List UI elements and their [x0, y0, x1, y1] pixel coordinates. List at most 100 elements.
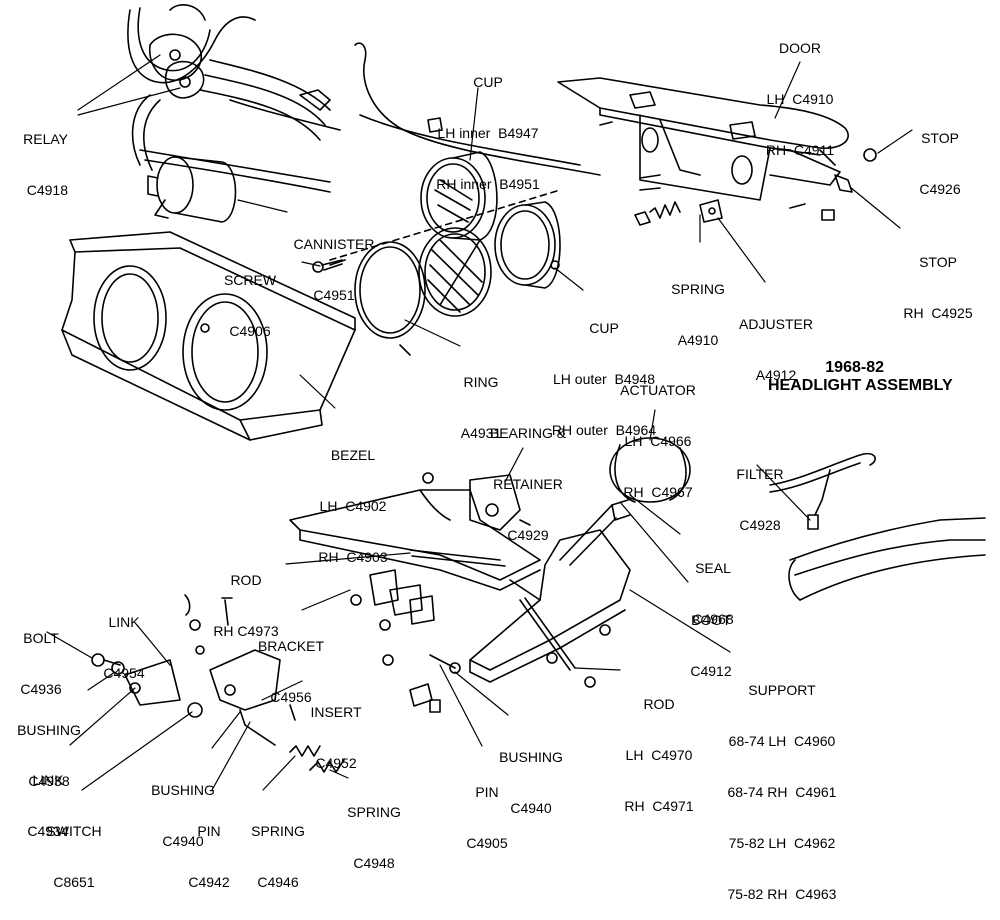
label-bezel-rh: RH C4903	[318, 549, 388, 565]
label-rod-lower: ROD LH C4970 RH C4971	[614, 662, 704, 832]
bezel-part	[61, 231, 356, 441]
label-pin-mid-name: PIN	[475, 784, 499, 800]
label-actuator-name: ACTUATOR	[620, 382, 696, 398]
title-name: HEADLIGHT ASSEMBLY	[768, 377, 953, 394]
label-seal-name: SEAL	[695, 560, 731, 576]
label-bezel: BEZEL LH C4902 RH C4903	[308, 413, 398, 583]
label-cup-inner: CUP LH inner B4947 RH inner B4951	[418, 40, 558, 210]
label-seal: SEAL C4968	[680, 526, 746, 645]
label-pin-mid-part: C4905	[466, 835, 508, 851]
label-relay-part: C4918	[26, 182, 68, 198]
label-cannister-name: CANNISTER	[293, 236, 375, 252]
mounting-arm-part	[289, 489, 541, 591]
label-bushing-left-name: BUSHING	[17, 722, 81, 738]
label-bolt-name: BOLT	[23, 630, 59, 646]
label-relay: RELAY C4918	[0, 97, 68, 216]
label-cup-inner-rh: RH inner B4951	[436, 176, 540, 192]
label-switch-name: SWITCH	[46, 823, 102, 839]
relay-harness-part	[127, 4, 341, 171]
ring-part	[354, 241, 426, 356]
label-adjuster: ADJUSTER A4912	[726, 282, 826, 401]
label-bearing-name2: RETAINER	[493, 476, 563, 492]
label-bushing-low-name: BUSHING	[151, 782, 215, 798]
support-part	[469, 529, 631, 683]
label-pin-mid: PIN C4905	[454, 750, 520, 869]
label-bracket-name: BRACKET	[257, 638, 325, 654]
label-insert-name: INSERT	[310, 704, 362, 720]
label-spring-low: SPRING C4946	[240, 789, 316, 908]
label-spring-right: SPRING C4948	[334, 770, 414, 889]
headlight-outer-part	[418, 227, 492, 317]
title-year: 1968-82	[825, 359, 884, 376]
label-spring-right-name: SPRING	[347, 804, 401, 820]
spring-adjuster-part	[634, 174, 835, 226]
label-ring-part: A4931	[460, 425, 502, 441]
label-insert: INSERT C4952	[298, 670, 374, 789]
label-actuator-rh: RH C4967	[623, 484, 693, 500]
label-spring-right-part: C4948	[353, 855, 395, 871]
label-rod-top: ROD RH C4973	[206, 538, 286, 657]
label-cup-inner-lh: LH inner B4947	[437, 125, 539, 141]
label-spring-low-name: SPRING	[251, 823, 305, 839]
label-spring-a-part: A4910	[677, 332, 719, 348]
spring-low-part	[289, 745, 321, 757]
label-rod-lower-rh: RH C4971	[624, 798, 694, 814]
label-boot: BOOT C4912	[678, 578, 744, 697]
label-screw: SCREW C4906	[210, 238, 290, 357]
label-cup-outer-name: CUP	[589, 320, 619, 336]
label-support-row2: 68-74 RH C4961	[727, 784, 837, 800]
cup-outer-part	[494, 201, 561, 289]
label-support-row3: 75-82 LH C4962	[728, 835, 836, 851]
label-link-top-name: LINK	[108, 614, 140, 630]
door-part	[557, 77, 849, 201]
assembly-guide-line	[329, 189, 561, 261]
label-pin-low-name: PIN	[197, 823, 221, 839]
filter-part	[769, 452, 986, 601]
label-bearing-part: C4929	[507, 527, 549, 543]
label-spring-a: SPRING A4910	[658, 247, 738, 366]
label-adjuster-part: A4912	[755, 367, 797, 383]
label-ring-name: RING	[463, 374, 499, 390]
label-bezel-name: BEZEL	[330, 447, 376, 463]
label-stop-top-part: C4926	[919, 181, 961, 197]
label-door-name: DOOR	[779, 40, 821, 56]
label-boot-part: C4912	[690, 663, 732, 679]
label-actuator-lh: LH C4966	[624, 433, 692, 449]
clip-part	[427, 117, 443, 133]
label-spring-low-part: C4946	[257, 874, 299, 890]
label-bushing-left: BUSHING C4938	[6, 688, 92, 807]
label-bolt-part: C4936	[20, 681, 62, 697]
label-cup-outer-rh: RH outer B4964	[551, 422, 657, 438]
rod-part	[409, 549, 506, 567]
cannister-part	[139, 149, 331, 223]
label-link-top-part: C4954	[103, 665, 145, 681]
label-support-row1: 68-74 LH C4960	[728, 733, 836, 749]
label-bracket-part: C4956	[270, 689, 312, 705]
screw-part	[312, 259, 343, 273]
spring-right-part	[309, 759, 345, 773]
bolt-small-part	[584, 676, 596, 688]
label-cup-outer: CUP LH outer B4948 RH outer B4964	[534, 286, 674, 456]
label-bolt: BOLT C4936	[10, 596, 72, 715]
label-screw-part: C4906	[229, 323, 271, 339]
label-link-top: LINK C4954	[92, 580, 156, 699]
label-actuator: ACTUATOR LH C4966 RH C4967	[608, 348, 708, 518]
pin-bushing-cluster-part	[382, 654, 461, 713]
bearing-retainer-part	[422, 472, 531, 531]
cable-part	[354, 42, 601, 176]
label-door-rh: RH C4911	[765, 142, 835, 158]
rod-lower-part	[519, 597, 576, 671]
label-stop-top-name: STOP	[921, 130, 959, 146]
label-door-lh: LH C4910	[766, 91, 834, 107]
label-cup-outer-lh: LH outer B4948	[553, 371, 655, 387]
label-door: DOOR LH C4910 RH C4911	[745, 6, 855, 176]
label-stop-top: STOP C4926	[902, 96, 978, 215]
label-bezel-lh: LH C4902	[319, 498, 387, 514]
label-bearing-name1: BEARING &	[489, 425, 567, 441]
label-filter: FILTER C4928	[720, 432, 800, 551]
label-relay-name: RELAY	[23, 131, 68, 147]
label-spring-a-name: SPRING	[671, 281, 725, 297]
label-boot-name: BOOT	[691, 612, 731, 628]
label-support-row4: 75-82 RH C4963	[727, 886, 837, 902]
label-cup-inner-name: CUP	[473, 74, 503, 90]
